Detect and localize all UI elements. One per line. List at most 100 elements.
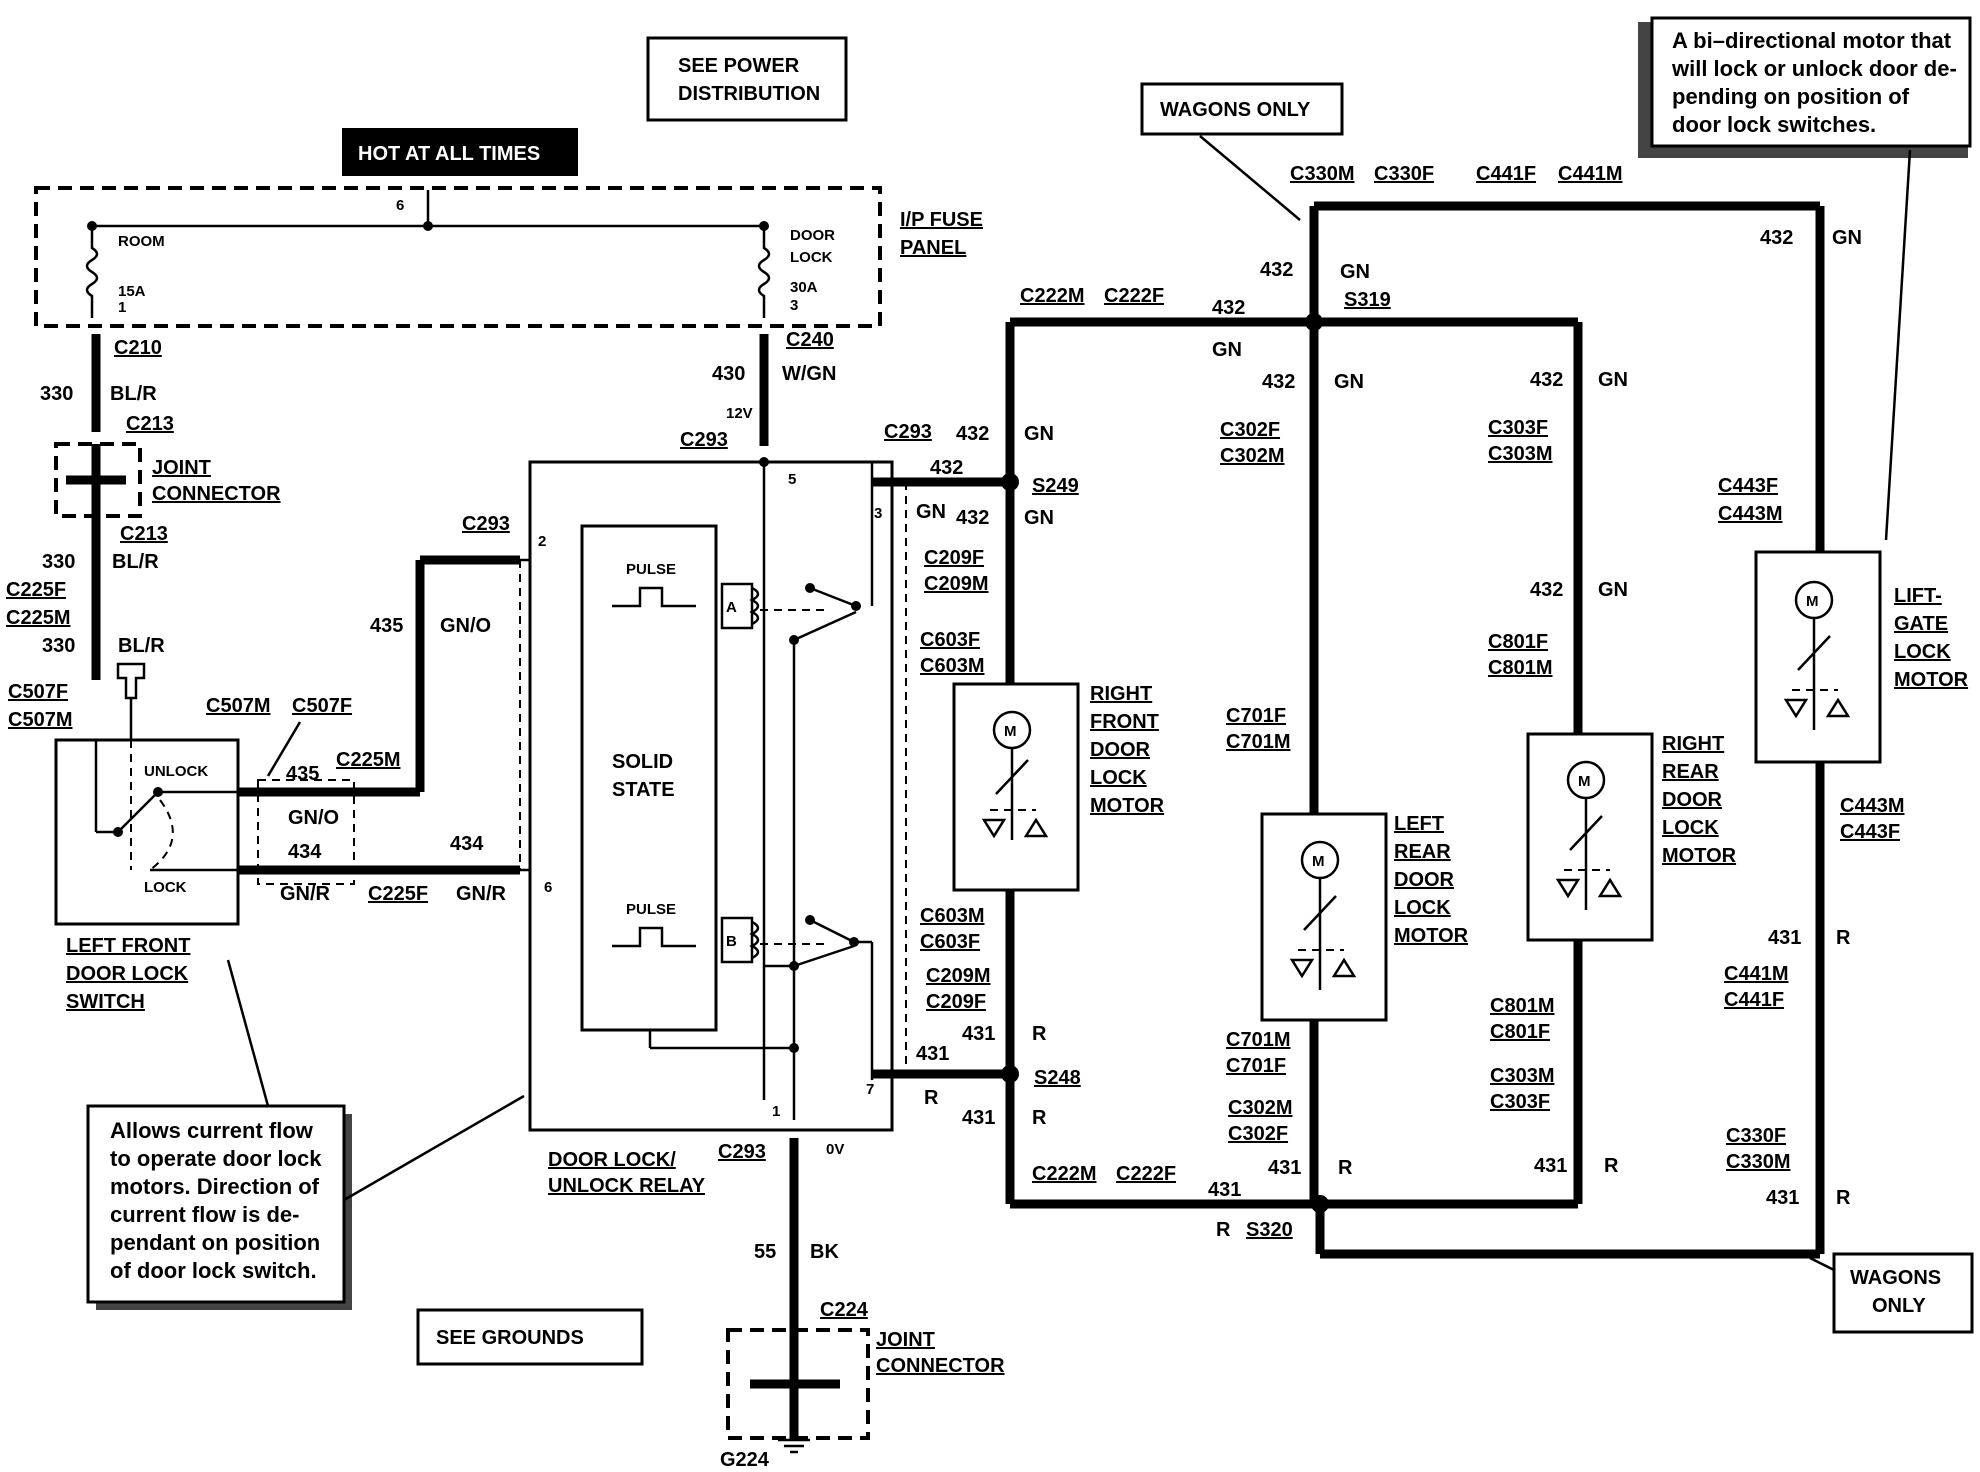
hot-at-all-times-box: HOT AT ALL TIMES	[342, 128, 578, 176]
svg-text:LOCK: LOCK	[1394, 897, 1451, 919]
svg-text:C443M: C443M	[1840, 795, 1904, 817]
svg-text:C240: C240	[786, 329, 834, 351]
svg-text:R: R	[924, 1087, 939, 1109]
svg-text:6: 6	[396, 197, 404, 214]
svg-text:432: 432	[1262, 371, 1295, 393]
svg-text:2: 2	[538, 533, 546, 550]
svg-text:SEE POWER: SEE POWER	[678, 55, 800, 77]
svg-text:A: A	[726, 599, 737, 616]
svg-text:432: 432	[956, 507, 989, 529]
see-power-distribution-box: SEE POWER DISTRIBUTION	[646, 36, 848, 122]
svg-text:C225F: C225F	[6, 579, 66, 601]
svg-text:REAR: REAR	[1394, 841, 1451, 863]
svg-text:SEE GROUNDS: SEE GROUNDS	[436, 1327, 584, 1349]
svg-text:C801F: C801F	[1490, 1021, 1550, 1043]
svg-text:C224: C224	[820, 1299, 869, 1321]
svg-text:C209F: C209F	[924, 547, 984, 569]
svg-text:of door lock switch.: of door lock switch.	[110, 1258, 317, 1283]
relay-power-feed: C240 430 W/GN 12V C293	[680, 329, 836, 451]
svg-text:C603F: C603F	[920, 629, 980, 651]
svg-text:C303M: C303M	[1490, 1065, 1554, 1087]
svg-text:GN: GN	[1024, 423, 1054, 445]
wagons-only-top: WAGONS ONLY	[1140, 82, 1344, 221]
svg-text:BK: BK	[810, 1241, 839, 1263]
ip-fuse-panel: 6 ROOM 15A 1 DOOR LOCK 30A 3 I/P FUSE PA…	[34, 186, 983, 328]
svg-text:PANEL: PANEL	[900, 237, 966, 259]
svg-text:C441M: C441M	[1558, 163, 1622, 185]
motor-wire-labels: C330M C330F C441F C441M 432 GN 432 GN S3…	[884, 163, 1904, 1241]
svg-text:1: 1	[118, 299, 126, 316]
svg-text:LOCK: LOCK	[1662, 817, 1719, 839]
svg-text:C507M: C507M	[8, 709, 72, 731]
svg-text:S320: S320	[1246, 1219, 1293, 1241]
see-grounds-box: SEE GROUNDS	[416, 1308, 644, 1366]
svg-text:CONNECTOR: CONNECTOR	[876, 1355, 1005, 1377]
svg-text:432: 432	[1212, 297, 1245, 319]
svg-text:M: M	[1806, 593, 1819, 610]
svg-text:GATE: GATE	[1894, 613, 1948, 635]
svg-text:C507F: C507F	[292, 695, 352, 717]
svg-text:C603F: C603F	[920, 931, 980, 953]
svg-text:C801F: C801F	[1488, 631, 1548, 653]
svg-text:JOINT: JOINT	[152, 457, 211, 479]
svg-text:JOINT: JOINT	[876, 1329, 935, 1351]
svg-text:C302F: C302F	[1228, 1123, 1288, 1145]
svg-text:BL/R: BL/R	[110, 383, 157, 405]
svg-text:C507M: C507M	[206, 695, 270, 717]
svg-text:C222F: C222F	[1116, 1163, 1176, 1185]
svg-text:LIFT-: LIFT-	[1894, 585, 1942, 607]
svg-text:C701M: C701M	[1226, 1029, 1290, 1051]
svg-text:G224: G224	[720, 1449, 770, 1471]
svg-text:431: 431	[1534, 1155, 1567, 1177]
svg-text:C603M: C603M	[920, 655, 984, 677]
svg-text:UNLOCK RELAY: UNLOCK RELAY	[548, 1175, 706, 1197]
svg-text:C303F: C303F	[1490, 1091, 1550, 1113]
svg-text:C330M: C330M	[1290, 163, 1354, 185]
svg-text:434: 434	[288, 841, 322, 863]
svg-text:430: 430	[712, 363, 745, 385]
svg-text:DOOR: DOOR	[790, 227, 835, 244]
svg-text:LOCK: LOCK	[1090, 767, 1147, 789]
svg-text:GN: GN	[1024, 507, 1054, 529]
svg-text:55: 55	[754, 1241, 776, 1263]
svg-text:DOOR: DOOR	[1394, 869, 1455, 891]
svg-text:431: 431	[962, 1107, 995, 1129]
svg-text:pending on position of: pending on position of	[1672, 84, 1910, 109]
svg-text:330: 330	[42, 635, 75, 657]
svg-text:R: R	[1216, 1219, 1231, 1241]
svg-text:C507F: C507F	[8, 681, 68, 703]
svg-text:pendant on position: pendant on position	[110, 1230, 320, 1255]
svg-text:431: 431	[1268, 1157, 1301, 1179]
svg-text:1: 1	[772, 1103, 780, 1120]
svg-text:door lock switches.: door lock switches.	[1672, 112, 1876, 137]
svg-text:C801M: C801M	[1490, 995, 1554, 1017]
svg-text:431: 431	[1768, 927, 1801, 949]
svg-text:432: 432	[1530, 369, 1563, 391]
svg-text:WAGONS ONLY: WAGONS ONLY	[1160, 99, 1311, 121]
svg-text:RIGHT: RIGHT	[1090, 683, 1152, 705]
svg-text:DOOR LOCK: DOOR LOCK	[66, 963, 189, 985]
svg-text:C701M: C701M	[1226, 731, 1290, 753]
svg-text:MOTOR: MOTOR	[1662, 845, 1737, 867]
svg-text:C293: C293	[718, 1141, 766, 1163]
svg-text:C441F: C441F	[1724, 989, 1784, 1011]
svg-text:C302M: C302M	[1228, 1097, 1292, 1119]
right-front-door-lock-motor: M RIGHT FRONT DOOR LOCK MOTOR	[952, 682, 1165, 892]
svg-text:C701F: C701F	[1226, 705, 1286, 727]
svg-text:STATE: STATE	[612, 779, 675, 801]
svg-text:DOOR LOCK/: DOOR LOCK/	[548, 1149, 676, 1171]
svg-text:PULSE: PULSE	[626, 561, 676, 578]
svg-text:LEFT: LEFT	[1394, 813, 1444, 835]
svg-text:C441F: C441F	[1476, 163, 1536, 185]
svg-text:R: R	[1836, 1187, 1851, 1209]
svg-text:GN: GN	[1598, 369, 1628, 391]
svg-text:SWITCH: SWITCH	[66, 991, 145, 1013]
left-power-feed: C210 330 BL/R C213 JOINT CONNECTOR C213 …	[6, 334, 281, 740]
svg-text:C441M: C441M	[1724, 963, 1788, 985]
svg-text:M: M	[1004, 723, 1017, 740]
svg-text:M: M	[1578, 773, 1591, 790]
svg-text:ONLY: ONLY	[1872, 1295, 1926, 1317]
svg-text:GN: GN	[916, 501, 946, 523]
svg-text:C801M: C801M	[1488, 657, 1552, 679]
svg-text:WAGONS: WAGONS	[1850, 1267, 1941, 1289]
